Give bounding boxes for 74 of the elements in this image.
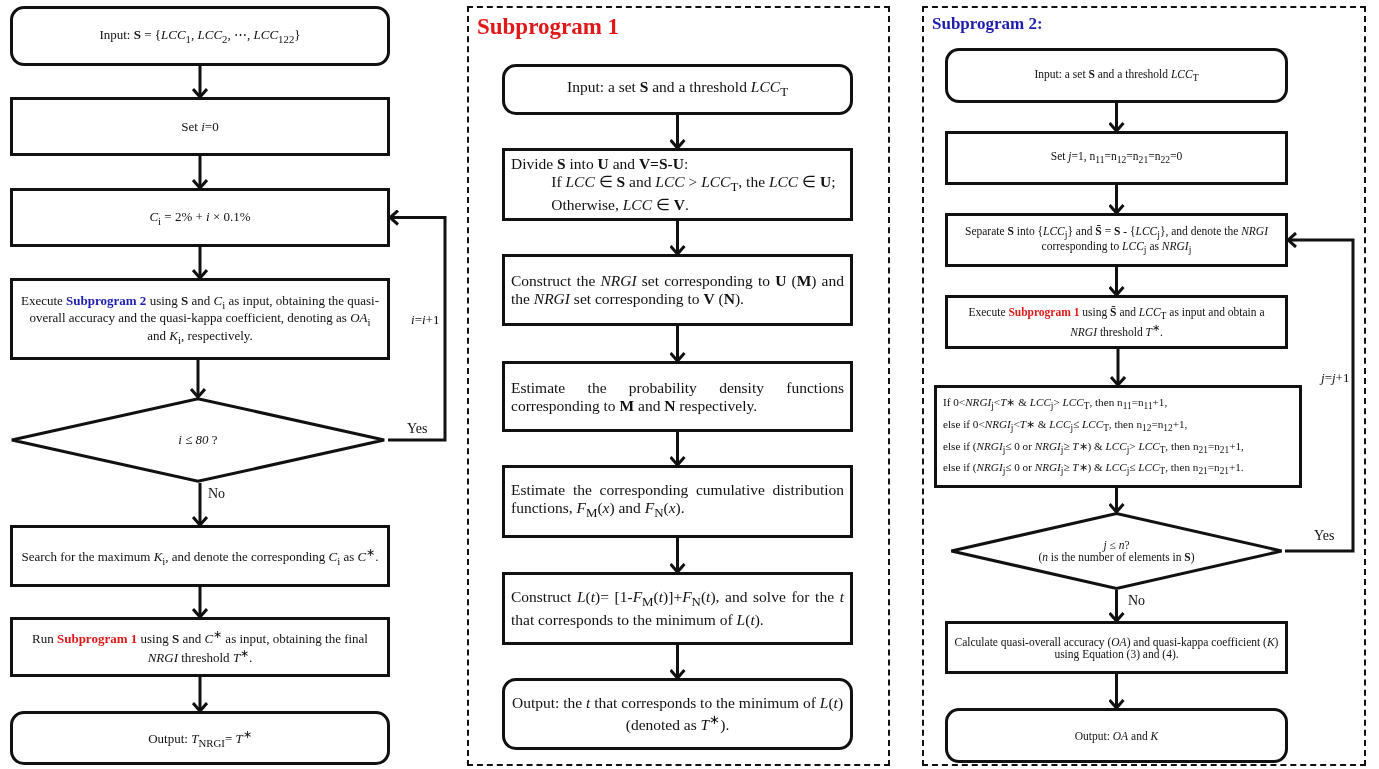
condition-text: j ≤ n? <box>1101 539 1131 551</box>
process-box <box>502 148 853 221</box>
step-text: Input: a set S and a threshold LCC$_{T}$ <box>1033 67 1200 84</box>
process-box <box>945 621 1288 674</box>
arrow <box>189 360 207 399</box>
dashed-group-frame <box>467 6 890 766</box>
dashed-group-frame <box>922 6 1366 766</box>
process-box <box>10 525 390 587</box>
arrow <box>191 587 209 619</box>
arrow <box>1108 267 1125 297</box>
terminal-box <box>945 48 1288 103</box>
arrow <box>1108 185 1125 215</box>
process-box <box>10 188 390 247</box>
group-heading: Subprogram 1 <box>477 14 620 40</box>
arrow <box>669 432 686 467</box>
terminal-box <box>502 64 853 115</box>
step-text: Run Subprogram 1 using S and C$^{∗}$ as input, obtaining the final NRGI threshold T$^{∗}$. <box>31 627 369 667</box>
arrow <box>1109 349 1127 387</box>
process-box <box>10 97 390 156</box>
arrow <box>669 221 686 256</box>
arrow <box>388 209 447 442</box>
step-text: Estimate the probability density functions corresponding to M and N respectively. <box>511 378 844 415</box>
terminal-box <box>945 708 1288 763</box>
arrow <box>1108 103 1125 133</box>
process-box <box>502 254 853 326</box>
step-text: Divide S into U and V=S-U: <box>511 155 690 174</box>
process-box <box>945 213 1288 267</box>
step-text: else if (NRGI$_{j}$≤ 0 or NRGI$_{j}$≥ T∗) & LCC$_{j}$> LCC$_{T}$, then n$_{21}$=n$_{21}$+1, <box>943 438 1245 457</box>
process-box <box>945 131 1288 185</box>
terminal-box <box>10 711 390 765</box>
step-text: Output: T$_{NRGI}$= T$^{∗}$ <box>147 727 253 749</box>
step-text: Output: OA and K <box>1073 729 1160 742</box>
step-text: If LCC ∈ S and LCC > LCC$_{T}$, the LCC ∈ U; Otherwise, LCC ∈ V. <box>550 173 837 214</box>
step-text: Execute Subprogram 2 using S and C$_{i}$ as input, obtaining the quasi-overall accuracy and the quasi-kappa coefficient, denoting as OA$_{i}$ and K$_{i}$, respectively. <box>19 292 381 346</box>
arrow <box>669 115 686 150</box>
terminal-box <box>10 6 390 66</box>
step-text: Output: the t that corresponds to the minimum of L(t) (denoted as T$^{∗}$). <box>511 693 844 735</box>
arrow <box>191 483 209 527</box>
arrow <box>191 66 209 99</box>
process-box <box>502 465 853 538</box>
condition-text: i ≤ 80 ? <box>177 432 219 448</box>
group-heading: Subprogram 2: <box>932 14 1043 34</box>
arrow <box>191 247 209 280</box>
arrow <box>191 677 209 713</box>
condition-text: (n is the number of elements in S) <box>1037 551 1196 563</box>
step-text: Search for the maximum K$_{i}$, and denote the corresponding C$_{i}$ as C$^{∗}$. <box>20 545 380 567</box>
step-text: Calculate quasi-overall accuracy (OA) and quasi-kappa coefficient (K) using Equation (3) and (4). <box>954 635 1279 660</box>
step-text: Input: a set S and a threshold LCC$_{T}$ <box>566 78 789 101</box>
process-box <box>502 361 853 432</box>
arrow <box>669 538 686 574</box>
step-text: C$_{i}$ = 2% + i × 0.1% <box>148 208 252 227</box>
arrow <box>669 326 686 363</box>
step-text: Construct the NRGI set corresponding to U (M) and the NRGI set corresponding to V (N). <box>511 272 844 308</box>
step-text: Separate S into {LCC$_{j}$} and S̄ = S - {LCC$_{j}$}, and denote the NRGI corresponding to LCC$_{j}$ as NRGI$_{j}$ <box>964 224 1269 256</box>
arrow <box>1285 231 1355 553</box>
arrow <box>669 645 686 680</box>
process-box <box>502 572 853 645</box>
step-text: else if (NRGI$_{j}$≤ 0 or NRGI$_{j}$≥ T∗) & LCC$_{j}$≤ LCC$_{T}$, then n$_{21}$=n$_{21}$+1. <box>943 460 1245 479</box>
step-text: Estimate the corresponding cumulative distribution functions, F$_{M}$(x) and F$_{N}$(x). <box>511 481 844 522</box>
arrow <box>1108 590 1125 623</box>
step-text: else if 0<NRGI$_{j}$<T∗ & LCC$_{j}$≤ LCC$_{T}$, then n$_{12}$=n$_{12}$+1, <box>943 416 1189 436</box>
terminal-box <box>502 678 853 750</box>
step-text: Set i=0 <box>180 118 220 135</box>
arrow <box>191 156 209 190</box>
step-text: If 0<NRGI$_{j}$<T∗ & LCC$_{j}$> LCC$_{T}$, then n$_{11}$=n$_{11}$+1, <box>943 395 1169 414</box>
process-box <box>945 295 1288 349</box>
arrow <box>1108 488 1125 514</box>
arrow <box>1108 674 1125 710</box>
process-box <box>10 617 390 677</box>
step-text: Construct L(t)= [1-F$_{M}$(t)]+F$_{N}$(t), and solve for the t that corresponds to the minimum of L(t). <box>511 588 844 629</box>
process-box <box>10 278 390 360</box>
step-text: Input: S = {LCC$_{1}$, LCC$_{2}$, ⋯, LCC$_{122}$} <box>98 27 302 45</box>
step-text: Execute Subprogram 1 using S̄ and LCC$_{T}$ as input and obtain a NRGI threshold T$^{∗}$. <box>967 306 1266 338</box>
process-box <box>934 385 1302 488</box>
